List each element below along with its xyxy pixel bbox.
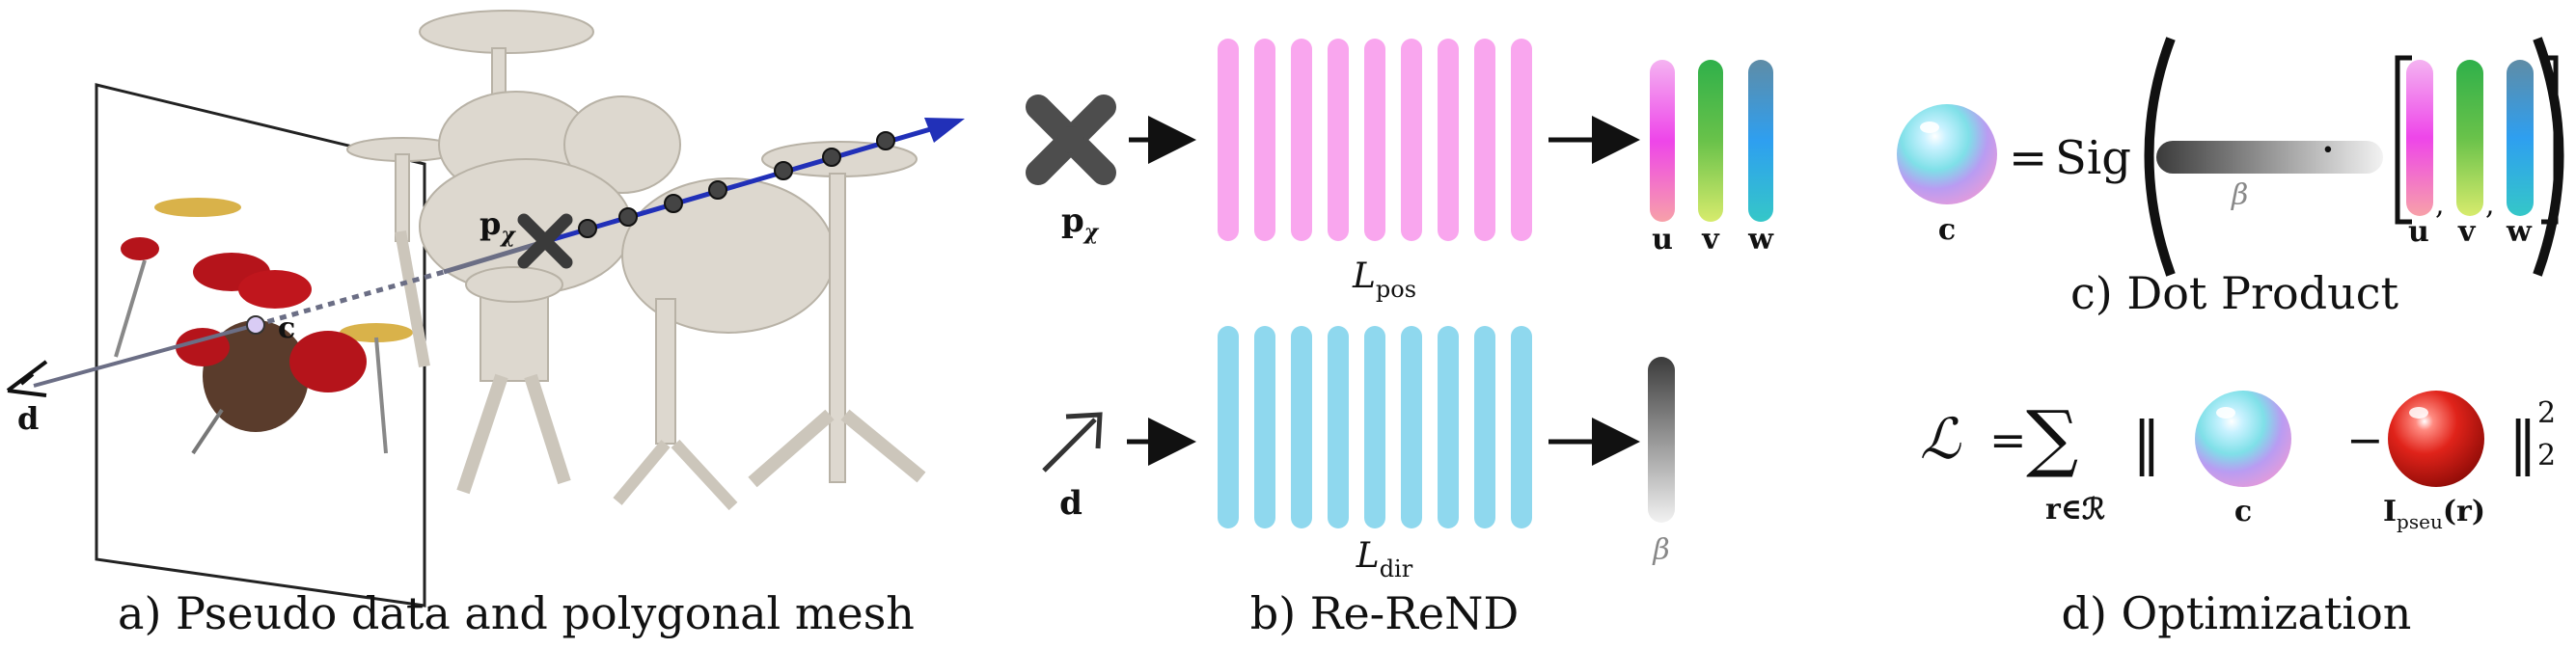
norm-sup: 2 bbox=[2537, 396, 2556, 430]
sphere-label: c bbox=[1938, 213, 1956, 247]
mlp-dir-layer-7 bbox=[1438, 326, 1459, 528]
out-u-label: u bbox=[1652, 223, 1673, 257]
big-paren-right bbox=[2533, 37, 2564, 277]
mlp-pos-layer-2 bbox=[1254, 39, 1275, 241]
pred-label: c bbox=[2234, 495, 2252, 528]
output-w-bar bbox=[1748, 60, 1773, 222]
out-w-label: w bbox=[1747, 223, 1774, 257]
sum-symbol: ∑ bbox=[2026, 394, 2078, 480]
direction-input-icon bbox=[1042, 412, 1103, 473]
caption-d: d) Optimization bbox=[2062, 587, 2412, 639]
mlp-dir-layer-2 bbox=[1254, 326, 1275, 528]
beta-label: β bbox=[2231, 178, 2248, 212]
image-plane bbox=[95, 83, 426, 608]
label-d: d bbox=[17, 400, 39, 437]
camera-eye-icon bbox=[6, 360, 48, 397]
mlp-pos-layer-9 bbox=[1511, 39, 1532, 241]
mlp-dir-layer-5 bbox=[1364, 326, 1385, 528]
camera-ray bbox=[6, 118, 965, 397]
norm-sub: 2 bbox=[2537, 439, 2556, 473]
caption-c: c) Dot Product bbox=[2070, 267, 2398, 319]
panel-a: pχ c d a) Pseudo data and polygonal mesh bbox=[6, 10, 965, 639]
mlp-dir-layer-1 bbox=[1218, 326, 1239, 528]
out-beta-label: β bbox=[1652, 533, 1669, 567]
panel-c: c = Sig β · , , u v w c) Dot Product bbox=[1897, 37, 2564, 319]
mlp-dir-layer-9 bbox=[1511, 326, 1532, 528]
sig-label: Sig bbox=[2055, 131, 2131, 185]
mlp-dir-layer-8 bbox=[1474, 326, 1495, 528]
target-label: Ipseu(r) bbox=[2383, 495, 2485, 533]
output-u-bar bbox=[1650, 60, 1675, 222]
mlp-pos bbox=[1218, 39, 1532, 241]
norm-right: ‖ bbox=[2508, 410, 2537, 477]
mlp-pos-layer-8 bbox=[1474, 39, 1495, 241]
position-input-icon bbox=[1026, 95, 1116, 185]
mlp-pos-layer-3 bbox=[1291, 39, 1312, 241]
label-c: c bbox=[278, 311, 295, 345]
drum-photo bbox=[114, 198, 413, 455]
caption-b: b) Re-ReND bbox=[1250, 587, 1519, 639]
comma-2: , bbox=[2485, 188, 2495, 222]
panel-b: pχ Lpos u v w d Ldir β b) Re-ReND bbox=[1026, 39, 1774, 639]
vec-w-label: w bbox=[2506, 215, 2533, 249]
label-p-chi: pχ bbox=[480, 205, 516, 248]
dot-operator: · bbox=[2320, 122, 2336, 177]
mlp-dir-layer-3 bbox=[1291, 326, 1312, 528]
sum-index: r∈ℛ bbox=[2045, 493, 2105, 527]
mlp-pos-layer-1 bbox=[1218, 39, 1239, 241]
mlp-pos-layer-6 bbox=[1401, 39, 1422, 241]
mlp-dir-layer-6 bbox=[1401, 326, 1422, 528]
beta-bar bbox=[2156, 141, 2383, 174]
vec-u-bar bbox=[2406, 60, 2433, 216]
norm-left: ‖ bbox=[2132, 410, 2161, 477]
output-v-bar bbox=[1698, 60, 1723, 222]
mlp-dir bbox=[1218, 326, 1532, 528]
drum-mesh bbox=[346, 10, 926, 511]
pred-sphere bbox=[2195, 391, 2291, 487]
comma-1: , bbox=[2435, 188, 2445, 222]
panel-d: ℒ = ∑ r∈ℛ ‖ c − Ipseu(r) ‖ 2 2 d) Optimi… bbox=[1920, 391, 2556, 639]
equals-sign: = bbox=[2009, 131, 2047, 185]
input-dir-label: d bbox=[1059, 484, 1082, 523]
target-sphere bbox=[2388, 391, 2484, 487]
mlp-pos-layer-4 bbox=[1328, 39, 1349, 241]
vec-v-bar bbox=[2456, 60, 2483, 216]
mlp-pos-label: Lpos bbox=[1352, 257, 1416, 303]
ray-sample-points bbox=[578, 131, 895, 238]
cross-icon bbox=[517, 213, 573, 269]
vec-v-label: v bbox=[2457, 215, 2477, 249]
input-pos-label: pχ bbox=[1061, 202, 1100, 245]
minus-sign: − bbox=[2346, 414, 2384, 466]
bracket-left bbox=[2395, 55, 2412, 225]
mlp-pos-layer-7 bbox=[1438, 39, 1459, 241]
color-sphere bbox=[1897, 104, 1997, 204]
caption-a: a) Pseudo data and polygonal mesh bbox=[118, 587, 915, 639]
out-v-label: v bbox=[1701, 223, 1720, 257]
loss-equals: = bbox=[1989, 414, 2027, 466]
big-paren-left bbox=[2144, 37, 2176, 277]
pixel-point bbox=[246, 315, 265, 335]
mlp-dir-label: Ldir bbox=[1356, 536, 1413, 582]
vec-w-bar bbox=[2507, 60, 2534, 216]
loss-symbol: ℒ bbox=[1920, 406, 1961, 472]
output-beta-bar bbox=[1648, 357, 1675, 523]
vec-u-label: u bbox=[2408, 215, 2429, 249]
mlp-dir-layer-4 bbox=[1328, 326, 1349, 528]
mlp-pos-layer-5 bbox=[1364, 39, 1385, 241]
ray-arrowhead bbox=[924, 118, 965, 143]
